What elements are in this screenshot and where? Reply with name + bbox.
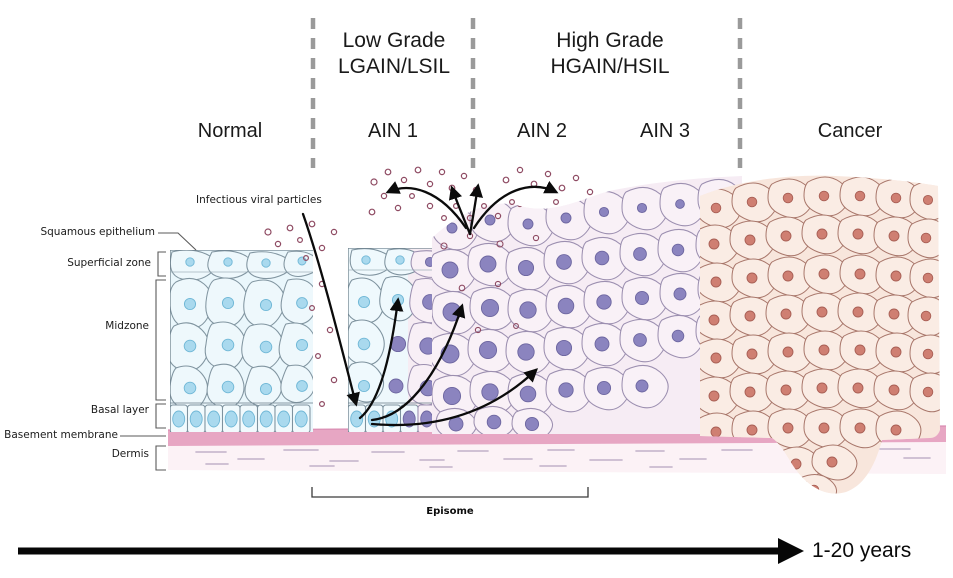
episome-label: Episome bbox=[426, 506, 474, 517]
virion-particles bbox=[264, 166, 594, 408]
timeline-arrow bbox=[18, 538, 804, 564]
grade-heading-high: High Grade HGAIN/HSIL bbox=[520, 28, 700, 80]
cancer-mass bbox=[700, 175, 940, 494]
stage-label-ain-1: AIN 1 bbox=[367, 120, 419, 142]
grade-low-line2: LGAIN/LSIL bbox=[337, 55, 451, 78]
grade-low-line1: Low Grade bbox=[342, 29, 446, 52]
tissue-label-basement-membrane: Basement membrane bbox=[4, 429, 118, 441]
dysplastic-epithelium bbox=[432, 176, 742, 434]
tissue-label-midzone: Midzone bbox=[105, 320, 149, 332]
tissue-label-superficial-zone: Superficial zone bbox=[67, 257, 151, 269]
timeline-label: 1-20 years bbox=[812, 539, 912, 562]
tissue-label-basal-layer: Basal layer bbox=[90, 404, 149, 416]
stage-dividers bbox=[310, 18, 743, 168]
viral-particles-label: Infectious viral particles bbox=[196, 194, 322, 206]
dermis-layer bbox=[168, 438, 946, 474]
stage-label-normal: Normal bbox=[197, 120, 263, 142]
grade-heading-low: Low Grade LGAIN/LSIL bbox=[320, 28, 468, 80]
stage-label-cancer: Cancer bbox=[817, 120, 883, 142]
tissue-label-squamous-epithelium: Squamous epithelium bbox=[40, 226, 155, 238]
stage-label-ain-3: AIN 3 bbox=[639, 120, 691, 142]
tissue-label-dermis: Dermis bbox=[111, 448, 149, 460]
grade-high-line2: HGAIN/HSIL bbox=[550, 55, 670, 78]
grade-high-line1: High Grade bbox=[556, 29, 664, 52]
label-leaders bbox=[120, 232, 197, 471]
normal-epithelium bbox=[170, 250, 313, 432]
process-arrows bbox=[301, 180, 559, 427]
stage-label-ain-2: AIN 2 bbox=[516, 120, 568, 142]
episome-bracket bbox=[311, 487, 589, 498]
